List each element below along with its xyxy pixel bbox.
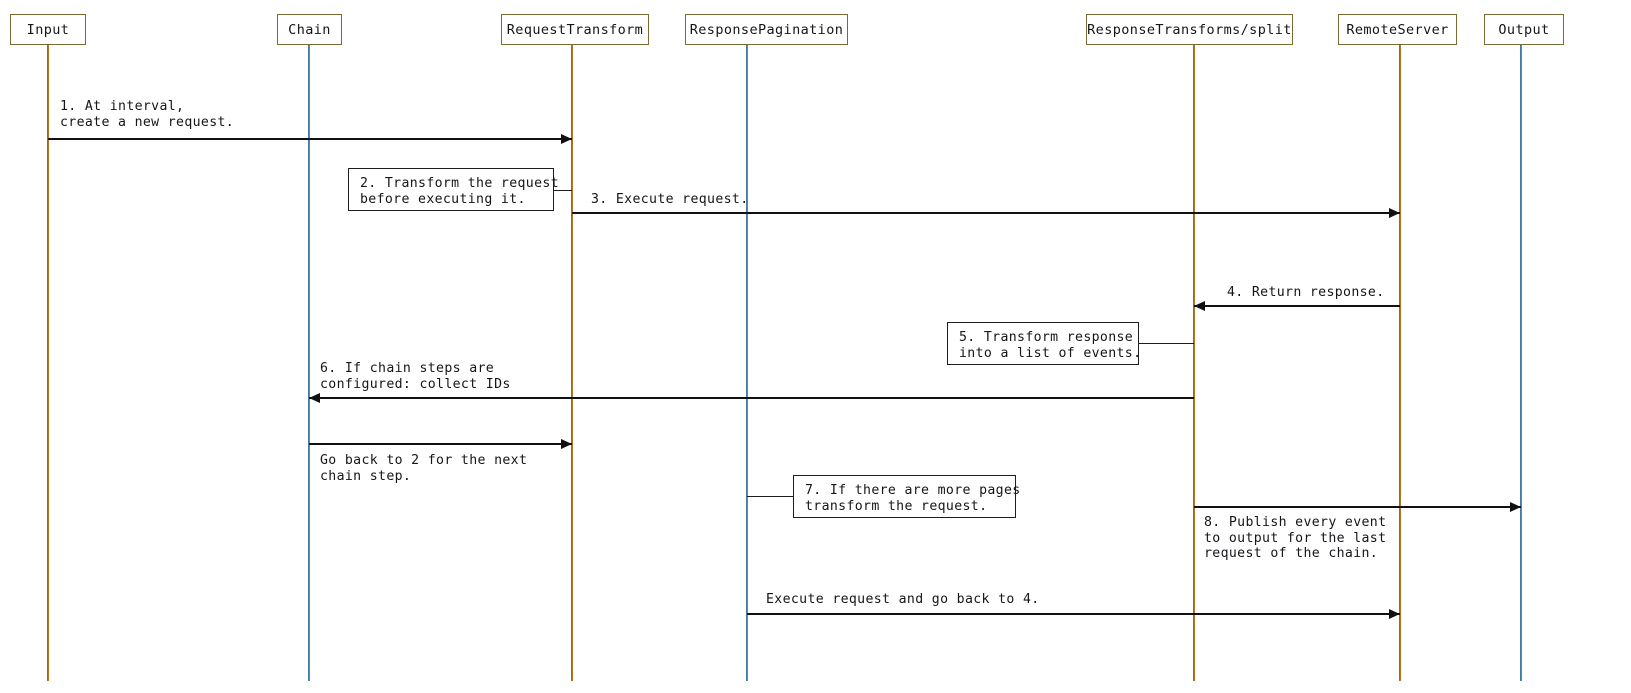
participant-label: Output bbox=[1498, 21, 1550, 38]
note-connector-n2 bbox=[554, 190, 572, 192]
participant-resppage[interactable]: ResponsePagination bbox=[685, 14, 848, 45]
message-line-m6 bbox=[309, 397, 1194, 399]
message-label-m6: 6. If chain steps are configured: collec… bbox=[320, 361, 511, 392]
participant-remote[interactable]: RemoteServer bbox=[1338, 14, 1457, 45]
participant-label: RequestTransform bbox=[506, 21, 644, 38]
arrowhead-left-icon bbox=[1194, 300, 1205, 311]
participant-resptrans[interactable]: ResponseTransforms/split bbox=[1086, 14, 1293, 45]
lifeline-resptrans bbox=[1193, 45, 1195, 681]
lifeline-output bbox=[1520, 45, 1522, 681]
participant-label: Input bbox=[26, 21, 70, 38]
participant-label: ResponsePagination bbox=[689, 21, 844, 38]
message-label-m1: 1. At interval, create a new request. bbox=[60, 99, 235, 130]
lifeline-chain bbox=[308, 45, 310, 681]
arrowhead-right-icon bbox=[561, 133, 572, 144]
note-connector-n5 bbox=[1139, 343, 1194, 345]
message-line-m1 bbox=[48, 138, 572, 140]
lifeline-resppage bbox=[746, 45, 748, 681]
note-n5[interactable]: 5. Transform response into a list of eve… bbox=[947, 322, 1141, 365]
arrowhead-left-icon bbox=[309, 392, 320, 403]
participant-label: Chain bbox=[288, 21, 331, 38]
participant-chain[interactable]: Chain bbox=[277, 14, 342, 45]
message-line-m8 bbox=[1194, 506, 1521, 508]
message-label-m_exec_back: Execute request and go back to 4. bbox=[766, 592, 1040, 607]
lifeline-input bbox=[47, 45, 49, 681]
message-label-m3: 3. Execute request. bbox=[591, 192, 749, 207]
message-label-m8: 8. Publish every event to output for the… bbox=[1204, 515, 1387, 562]
message-label-m4: 4. Return response. bbox=[1227, 285, 1385, 300]
message-line-m_goback bbox=[309, 443, 572, 445]
arrowhead-right-icon bbox=[1510, 501, 1521, 512]
participant-label: ResponseTransforms/split bbox=[1087, 21, 1292, 38]
arrowhead-right-icon bbox=[561, 438, 572, 449]
message-line-m3 bbox=[572, 212, 1400, 214]
note-n2[interactable]: 2. Transform the request before executin… bbox=[348, 168, 559, 211]
message-line-m_exec_back bbox=[747, 613, 1400, 615]
message-label-m_goback: Go back to 2 for the next chain step. bbox=[320, 453, 528, 484]
message-line-m4 bbox=[1194, 305, 1400, 307]
lifeline-remote bbox=[1399, 45, 1401, 681]
participant-reqtrans[interactable]: RequestTransform bbox=[501, 14, 649, 45]
note-connector-n7 bbox=[747, 496, 793, 498]
arrowhead-right-icon bbox=[1389, 207, 1400, 218]
arrowhead-right-icon bbox=[1389, 608, 1400, 619]
participant-label: RemoteServer bbox=[1346, 21, 1449, 38]
participant-input[interactable]: Input bbox=[10, 14, 86, 45]
participant-output[interactable]: Output bbox=[1484, 14, 1564, 45]
note-n7[interactable]: 7. If there are more pages transform the… bbox=[793, 475, 1020, 518]
lifeline-reqtrans bbox=[571, 45, 573, 681]
